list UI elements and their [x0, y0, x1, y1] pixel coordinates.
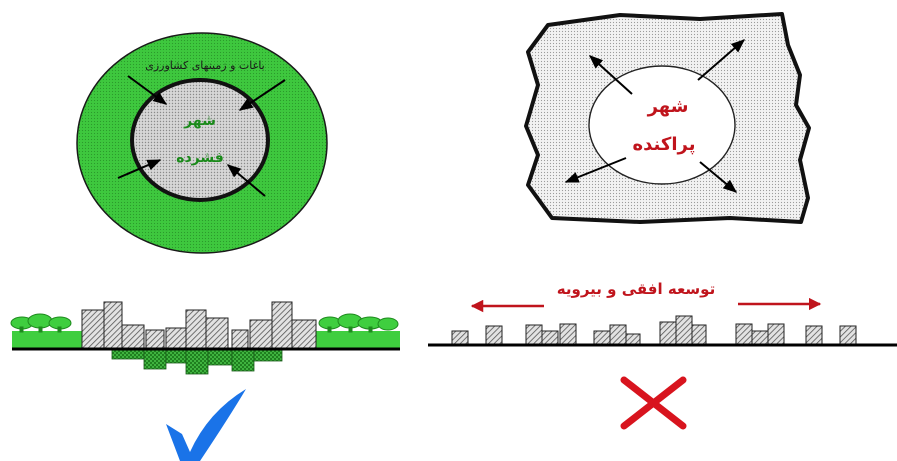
sprawl-section: توسعه افقی و بیرویه [428, 280, 897, 347]
inward-arrow-sw [117, 159, 162, 179]
green-ground-right [316, 331, 400, 349]
cross-mark-icon [620, 376, 687, 430]
sprawl-city-diagram: شهر پراکنده [524, 12, 811, 224]
trees-right [318, 313, 399, 333]
outward-arrow-ne [697, 39, 746, 81]
outward-arrow-nw [588, 55, 633, 95]
inward-arrow-se [226, 164, 266, 197]
trees-left [10, 313, 72, 333]
green-ground-left [12, 331, 82, 349]
check-mark-icon [166, 389, 246, 461]
sprawl-buildings [451, 315, 857, 346]
core-label-1: شهر [183, 113, 216, 129]
compact-buildings [81, 301, 317, 350]
outward-arrows [564, 39, 746, 193]
inward-arrows [117, 75, 286, 197]
sprawl-label-1: شهر [647, 96, 689, 117]
sprawl-center-circle [588, 65, 736, 185]
core-label-2: فشرده [176, 150, 224, 166]
compact-underground [111, 348, 283, 375]
sprawl-label-2: پراکنده [633, 134, 696, 155]
outward-arrow-se [699, 161, 738, 193]
belt-label: باغات و زمینهای کشاورزی [145, 59, 265, 72]
inward-arrow-ne [238, 79, 286, 111]
outward-arrow-sw [564, 157, 627, 183]
inward-arrow-nw [127, 75, 168, 105]
compact-city-diagram: باغات و زمینهای کشاورزی شهر فشرده [76, 32, 328, 254]
growth-label: توسعه افقی و بیرویه [557, 280, 715, 298]
compact-section [10, 301, 400, 375]
